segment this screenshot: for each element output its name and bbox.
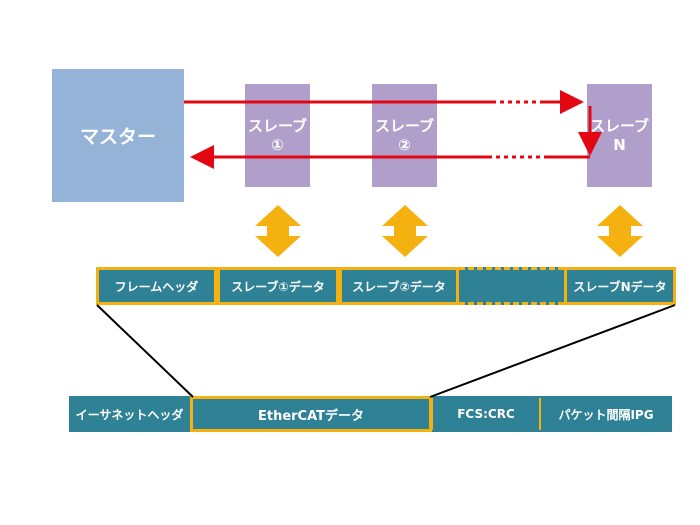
frame-header-segment: フレームヘッダ (96, 267, 217, 305)
ethernet-header-segment: イーサネットヘッダ (69, 396, 190, 432)
double-arrow-slave-2 (382, 205, 428, 257)
frame-ellipsis-segment (459, 267, 564, 305)
slave-1-number: ① (271, 135, 284, 154)
double-arrow-slave-1 (255, 205, 301, 257)
fcs-label: FCS:CRC (457, 407, 515, 421)
master-label: マスター (79, 126, 156, 148)
connector-left (96, 304, 194, 398)
frame-slave1-data-segment: スレーブ①データ (217, 267, 339, 305)
frame-header-label: フレームヘッダ (114, 279, 199, 294)
fcs-segment: FCS:CRC (432, 396, 540, 432)
double-arrow-slave-n (597, 205, 643, 257)
ethernet-header-label: イーサネットヘッダ (75, 407, 184, 422)
ipg-segment: パケット間隔IPG (540, 396, 672, 432)
connector-right (429, 304, 676, 398)
frame-slaveN-data-label: スレーブNデータ (573, 279, 667, 294)
frame-slave2-data-segment: スレーブ②データ (339, 267, 459, 305)
ipg-label: パケット間隔IPG (558, 407, 654, 422)
master-node: マスター (52, 69, 184, 202)
frame-slave2-data-label: スレーブ②データ (352, 279, 446, 294)
ethercat-data-segment: EtherCATデータ (190, 396, 432, 432)
slave-2-label: スレーブ (374, 116, 435, 135)
slave-n-number: N (613, 135, 626, 154)
slave-n-label: スレーブ (589, 116, 650, 135)
slave-2-number: ② (398, 135, 411, 154)
frame-slaveN-data-segment: スレーブNデータ (564, 267, 676, 305)
ethercat-data-label: EtherCATデータ (257, 408, 365, 424)
slave-1-label: スレーブ (247, 116, 308, 135)
frame-slave1-data-label: スレーブ①データ (231, 279, 325, 294)
